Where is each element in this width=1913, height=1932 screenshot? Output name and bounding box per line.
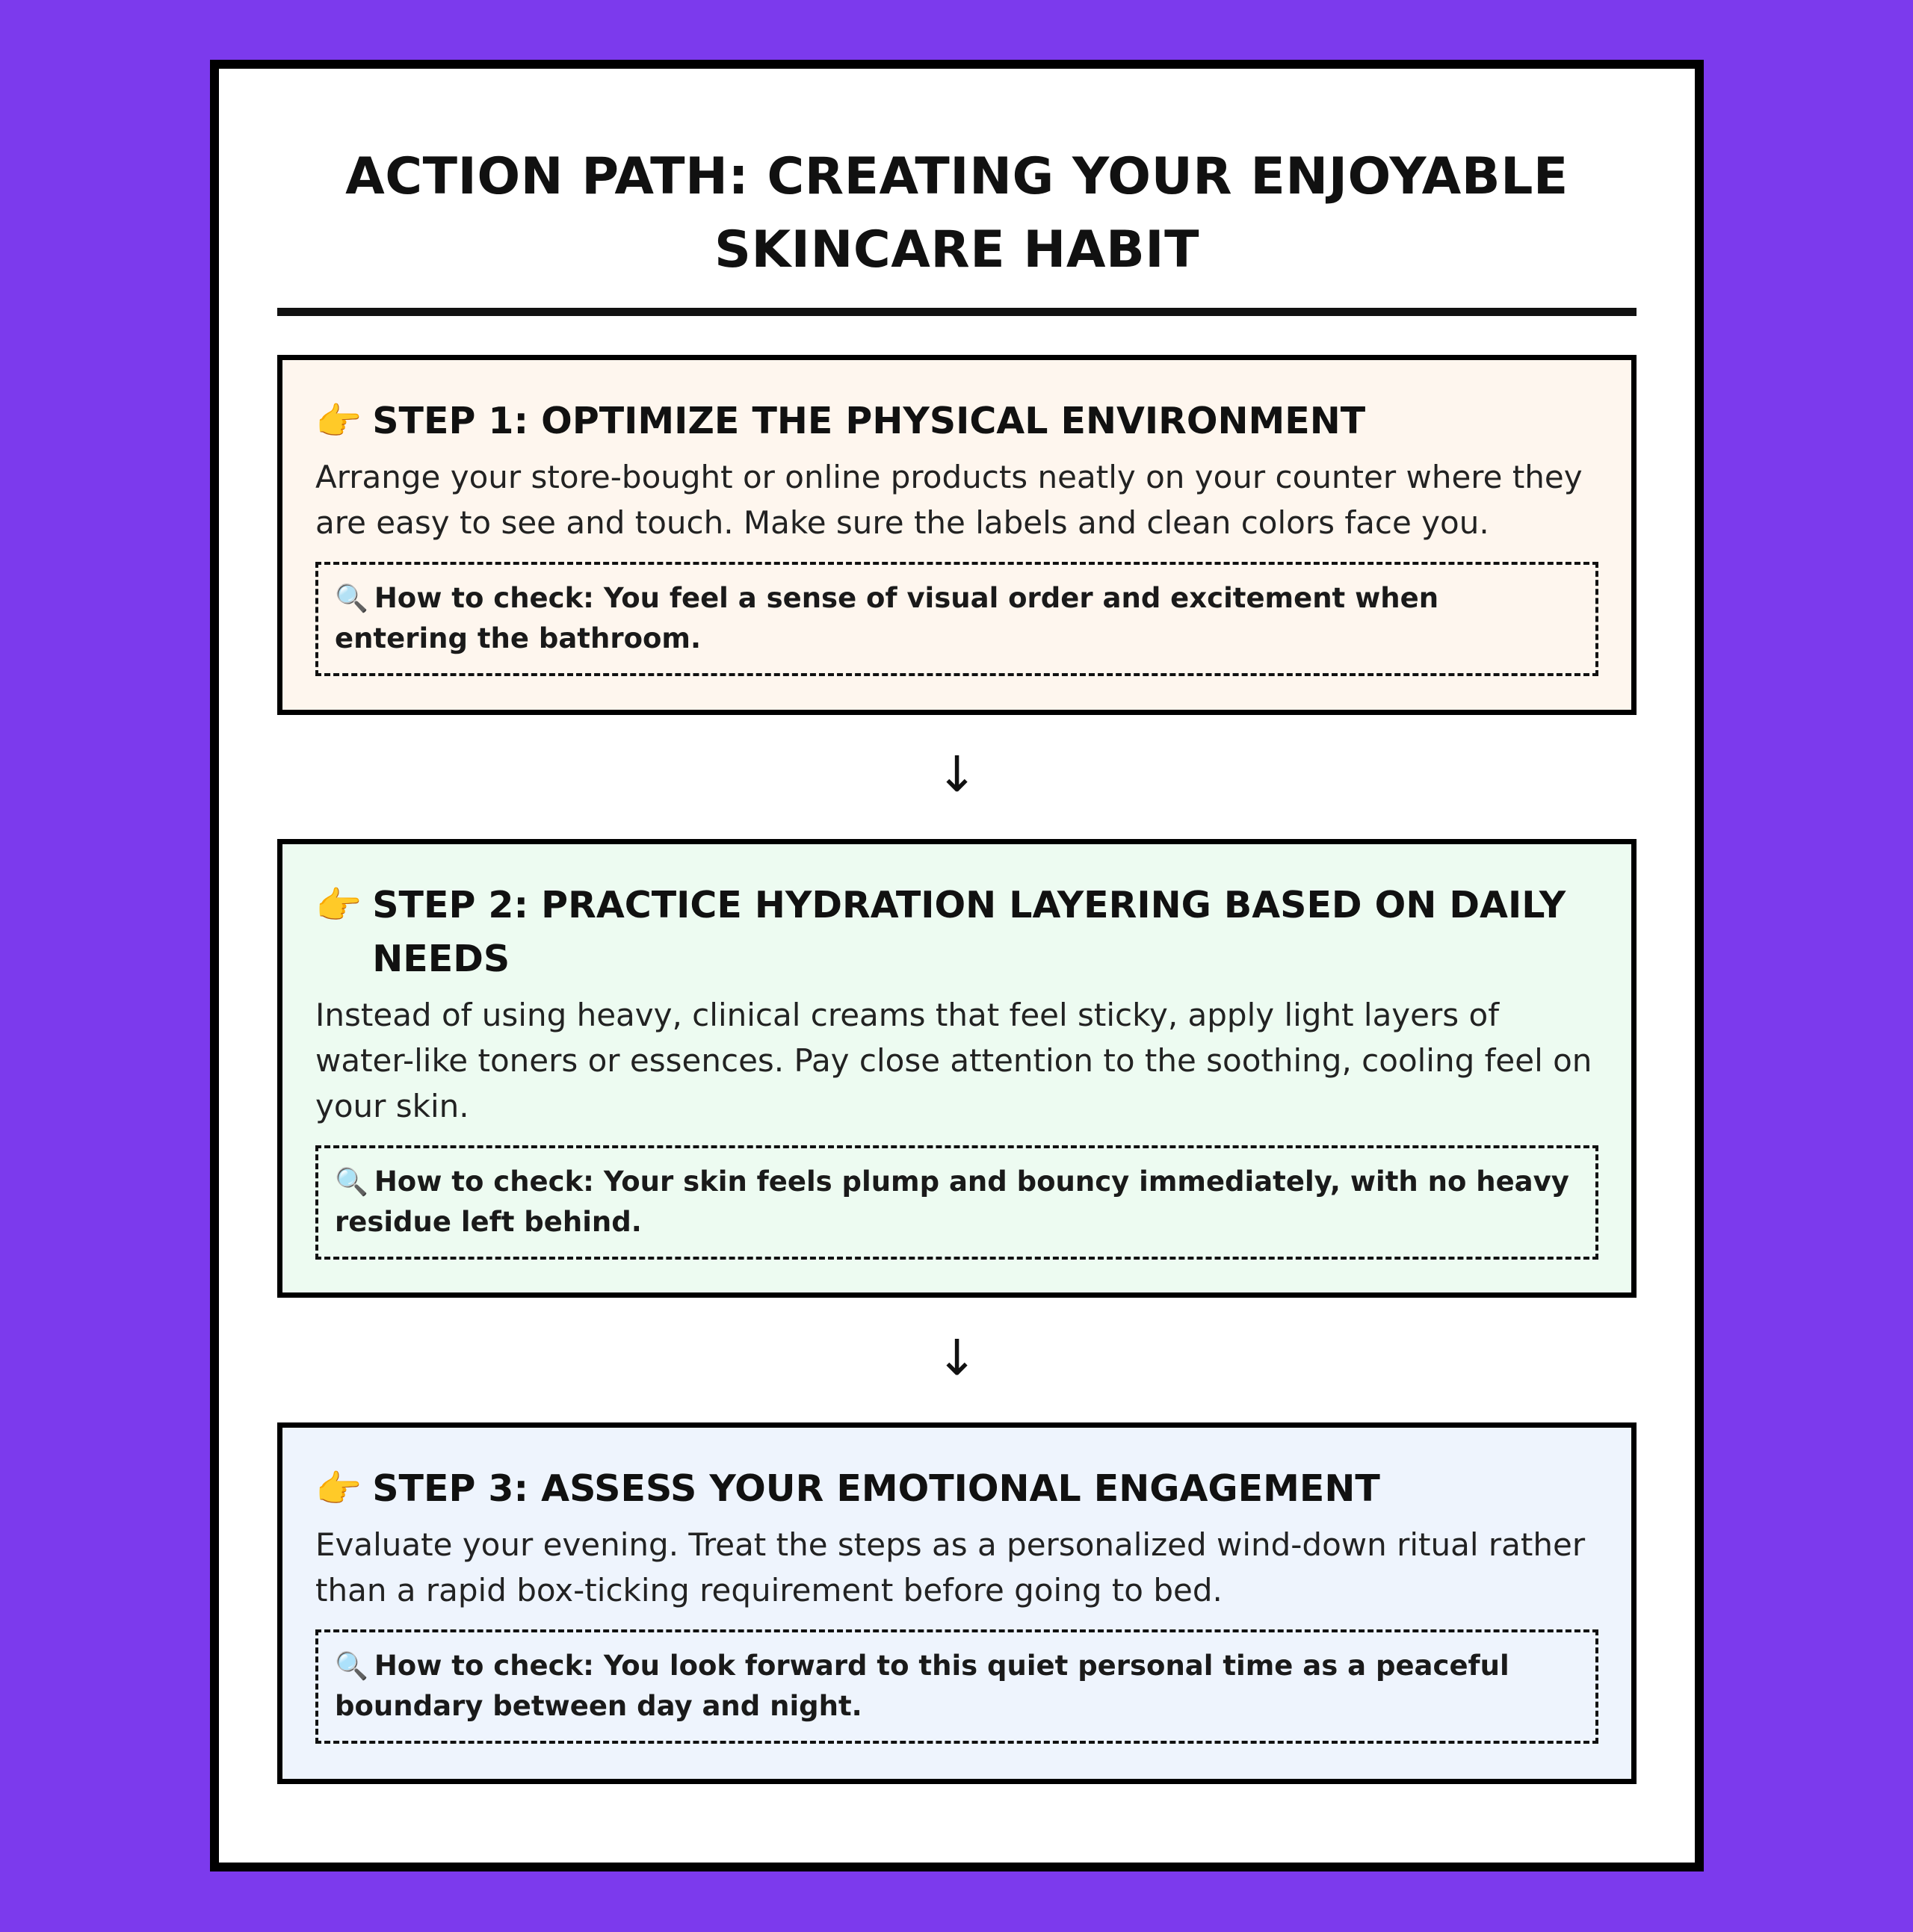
pointing-hand-icon: 👉	[315, 1467, 362, 1511]
title-divider	[277, 308, 1637, 316]
step-description: Evaluate your evening. Treat the steps a…	[315, 1526, 1586, 1609]
step-card-2: 👉 STEP 2: PRACTICE HYDRATION LAYERING BA…	[277, 839, 1637, 1298]
step-description: Instead of using heavy, clinical creams …	[315, 997, 1592, 1124]
page-title: ACTION PATH: CREATING YOUR ENJOYABLE SKI…	[345, 147, 1569, 279]
step-heading-text: STEP 2: PRACTICE HYDRATION LAYERING BASE…	[372, 884, 1566, 980]
magnifier-icon: 🔍	[335, 1651, 368, 1682]
how-to-check-text: How to check: You feel a sense of visual…	[335, 582, 1439, 654]
step-heading: 👉 STEP 3: ASSESS YOUR EMOTIONAL ENGAGEME…	[315, 1462, 1598, 1516]
how-to-check-box: 🔍How to check: You look forward to this …	[315, 1629, 1598, 1744]
magnifier-icon: 🔍	[335, 1167, 368, 1198]
how-to-check-box: 🔍How to check: Your skin feels plump and…	[315, 1145, 1598, 1260]
step-heading: 👉 STEP 2: PRACTICE HYDRATION LAYERING BA…	[315, 879, 1598, 986]
pointing-hand-icon: 👉	[315, 400, 362, 443]
how-to-check-box: 🔍How to check: You feel a sense of visua…	[315, 562, 1598, 676]
step-description: Arrange your store-bought or online prod…	[315, 459, 1583, 541]
step-card-1: 👉 STEP 1: OPTIMIZE THE PHYSICAL ENVIRONM…	[277, 355, 1637, 715]
pointing-hand-icon: 👉	[315, 884, 362, 927]
step-heading: 👉 STEP 1: OPTIMIZE THE PHYSICAL ENVIRONM…	[315, 394, 1598, 448]
down-arrow-icon: ↓	[936, 746, 978, 803]
step-heading-text: STEP 3: ASSESS YOUR EMOTIONAL ENGAGEMENT	[372, 1467, 1380, 1510]
how-to-check-text: How to check: You look forward to this q…	[335, 1650, 1509, 1722]
action-path-card: ACTION PATH: CREATING YOUR ENJOYABLE SKI…	[210, 60, 1704, 1871]
step-card-3: 👉 STEP 3: ASSESS YOUR EMOTIONAL ENGAGEME…	[277, 1422, 1637, 1784]
how-to-check-text: How to check: Your skin feels plump and …	[335, 1165, 1569, 1238]
magnifier-icon: 🔍	[335, 583, 368, 614]
step-heading-text: STEP 1: OPTIMIZE THE PHYSICAL ENVIRONMEN…	[372, 400, 1366, 442]
down-arrow-icon: ↓	[936, 1329, 978, 1387]
